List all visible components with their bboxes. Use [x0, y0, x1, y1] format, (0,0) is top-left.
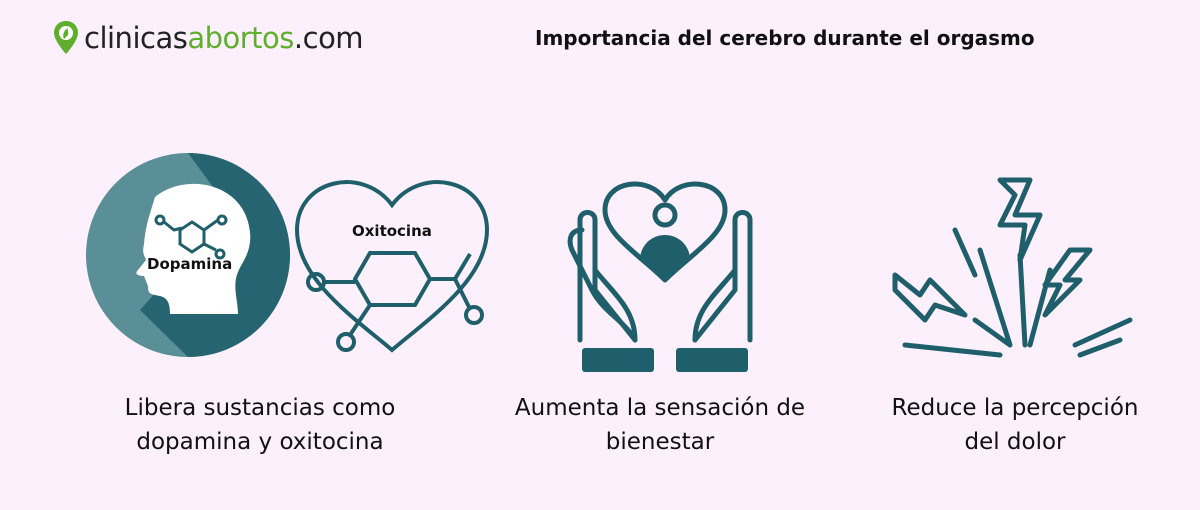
- logo-text-clinicas: clinicas: [84, 21, 188, 55]
- logo-text-abortos: abortos: [187, 21, 294, 55]
- caption-line: Libera sustancias como: [124, 395, 396, 421]
- caption-line: Reduce la percepción: [891, 395, 1139, 421]
- brain-heart-molecule-icon: Dopamina Oxitocina: [86, 153, 490, 357]
- caption-line: Aumenta la sensación de: [514, 395, 806, 421]
- caption-line: bienestar: [605, 429, 715, 455]
- hands-heart-person-icon: [567, 181, 753, 372]
- lightning-burst-icon: [892, 177, 1133, 358]
- location-pin-icon: [54, 21, 78, 54]
- page-title: Importancia del cerebro durante el orgas…: [535, 26, 1035, 50]
- oxitocina-label: Oxitocina: [352, 222, 432, 240]
- caption-line: dopamina y oxitocina: [136, 429, 384, 455]
- caption-item-2: Aumenta la sensación de bienestar: [490, 391, 830, 459]
- logo-text-com: .com: [293, 21, 364, 55]
- dopamina-label: Dopamina: [147, 255, 232, 273]
- caption-line: del dolor: [964, 429, 1066, 455]
- caption-item-3: Reduce la percepción del dolor: [845, 391, 1185, 459]
- caption-item-1: Libera sustancias como dopamina y oxitoc…: [90, 391, 430, 459]
